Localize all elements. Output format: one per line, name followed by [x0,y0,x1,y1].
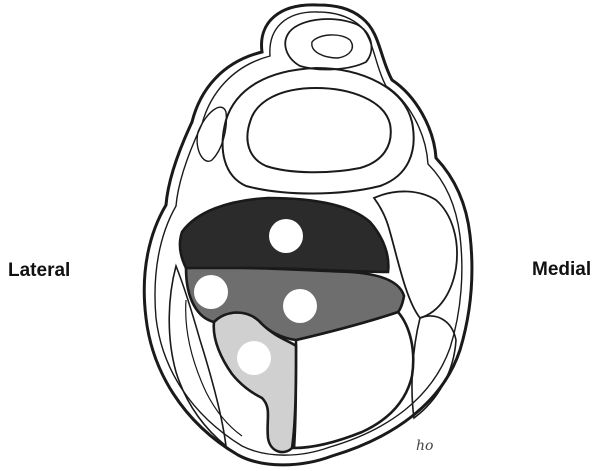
light-region-marker [237,341,271,375]
lateral-label: Lateral [8,260,70,282]
dark-region-marker [269,219,303,253]
medial-label: Medial [532,259,591,281]
medium-region-marker-right [283,289,317,323]
medium-region-marker-left [194,275,228,309]
artist-signature: ho [416,438,433,454]
